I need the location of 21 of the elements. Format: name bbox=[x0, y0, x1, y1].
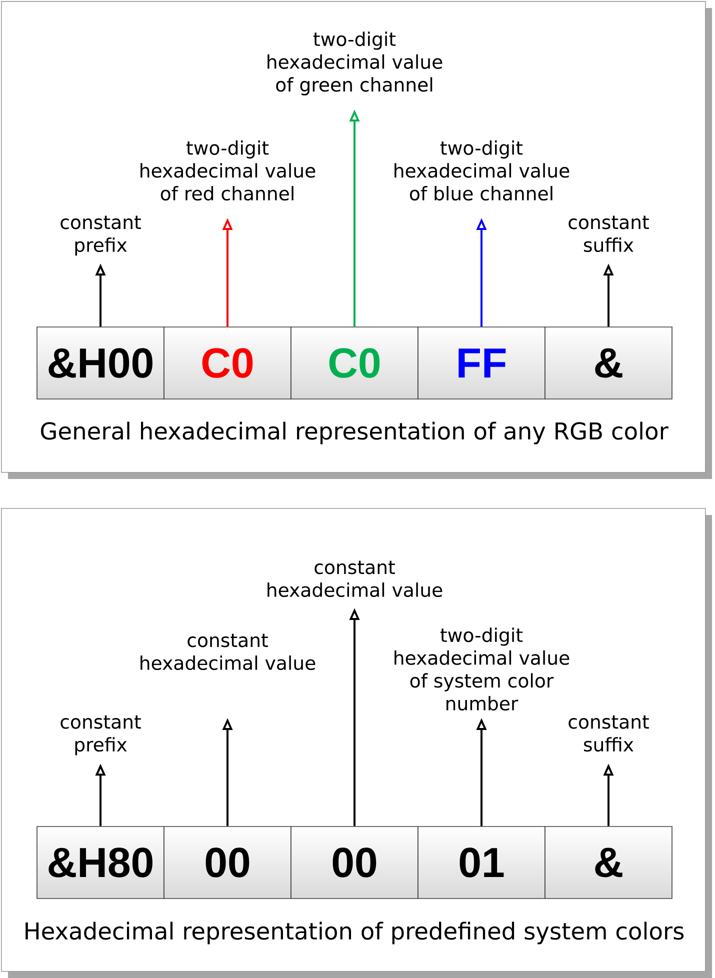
panel-label: Hexadecimal representation of predefined system colors bbox=[26, 922, 684, 944]
value-cell: & bbox=[544, 826, 672, 899]
annotation: constant prefix bbox=[60, 216, 141, 256]
value-cell: &H00 bbox=[36, 326, 164, 400]
annotation: constant prefix bbox=[60, 715, 141, 756]
value-cell: C0 bbox=[164, 326, 292, 400]
value-cell: &H80 bbox=[36, 826, 164, 899]
value-cell: & bbox=[544, 326, 672, 400]
annotation: two-digit hexadecimal value of red channel bbox=[140, 140, 316, 201]
annotation: constant suffix bbox=[568, 216, 649, 252]
annotation: constant suffix bbox=[568, 715, 649, 752]
value-cell: FF bbox=[418, 326, 546, 400]
annotation: constant hexadecimal value bbox=[140, 634, 316, 670]
value-cell: 00 bbox=[164, 826, 292, 899]
panel-label: General hexadecimal representation of any RGB color bbox=[40, 422, 668, 444]
value-cell: 01 bbox=[418, 826, 546, 899]
annotation: constant hexadecimal value bbox=[268, 560, 442, 598]
annotation: two-digit hexadecimal value of blue channel bbox=[394, 140, 570, 201]
annotation: two-digit hexadecimal value of green channel bbox=[268, 32, 442, 96]
value-cell: C0 bbox=[290, 326, 418, 400]
value-cell: 00 bbox=[290, 826, 418, 899]
